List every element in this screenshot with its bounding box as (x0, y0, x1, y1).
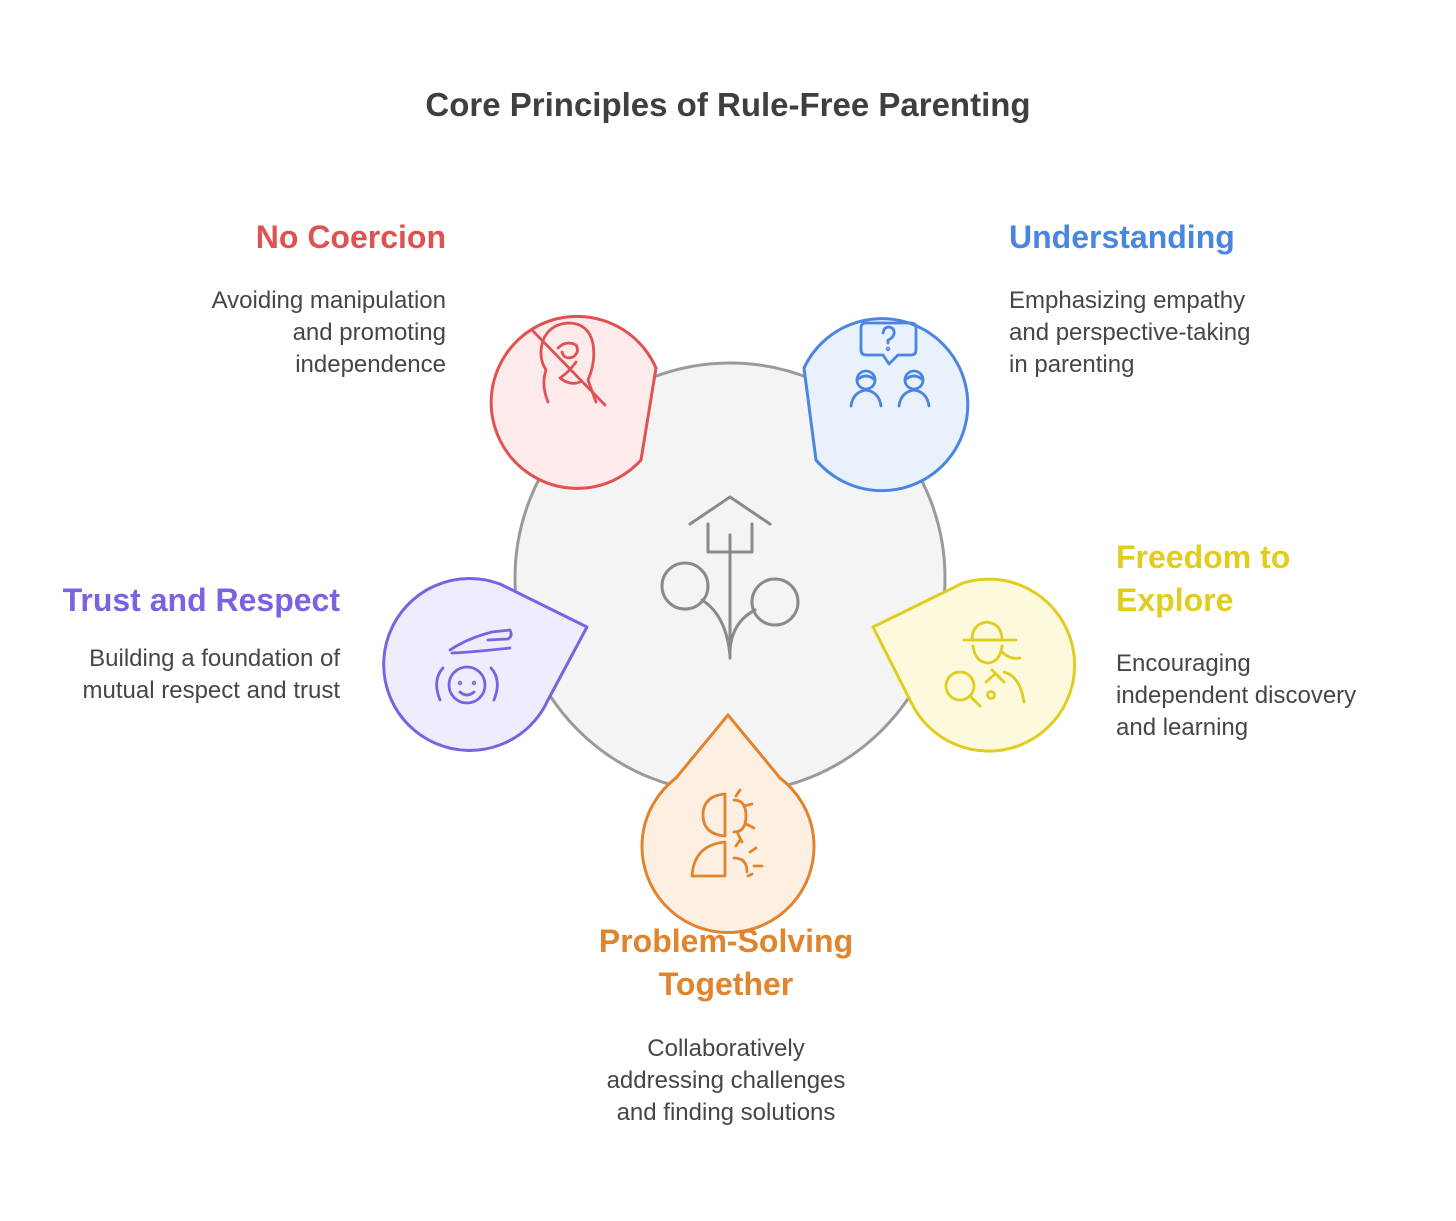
freedom-to-explore-description: Encouraging independent discovery and le… (1116, 650, 1357, 741)
understanding-description: Emphasizing empathy and perspective-taki… (1009, 287, 1251, 378)
freedom-to-explore-drop (871, 577, 1077, 753)
understanding-heading: Understanding (1009, 219, 1235, 255)
understanding-drop (802, 317, 970, 493)
conversation-question-icon (849, 321, 931, 408)
no-coercion-description: Avoiding manipulation and promoting inde… (211, 287, 446, 378)
explorer-magnifier-icon (944, 620, 1026, 708)
no-coercion-drop (489, 314, 658, 490)
page-title: Core Principles of Rule-Free Parenting (425, 86, 1031, 123)
problem-solving-heading: Problem-Solving Together (598, 923, 854, 1002)
no-manipulation-face-icon (530, 321, 607, 407)
hand-over-child-icon (435, 628, 513, 705)
trust-and-respect-heading: Trust and Respect (62, 582, 340, 618)
trust-and-respect-description: Building a foundation of mutual respect … (82, 645, 340, 704)
no-coercion-heading: No Coercion (255, 219, 446, 255)
problem-solving-drop (640, 713, 816, 934)
home-growth-icon (660, 495, 800, 660)
trust-and-respect-drop (382, 576, 589, 752)
head-gears-icon (690, 788, 764, 878)
freedom-to-explore-heading: Freedom to Explore (1116, 539, 1291, 618)
problem-solving-description: Collaboratively addressing challenges an… (606, 1035, 846, 1126)
